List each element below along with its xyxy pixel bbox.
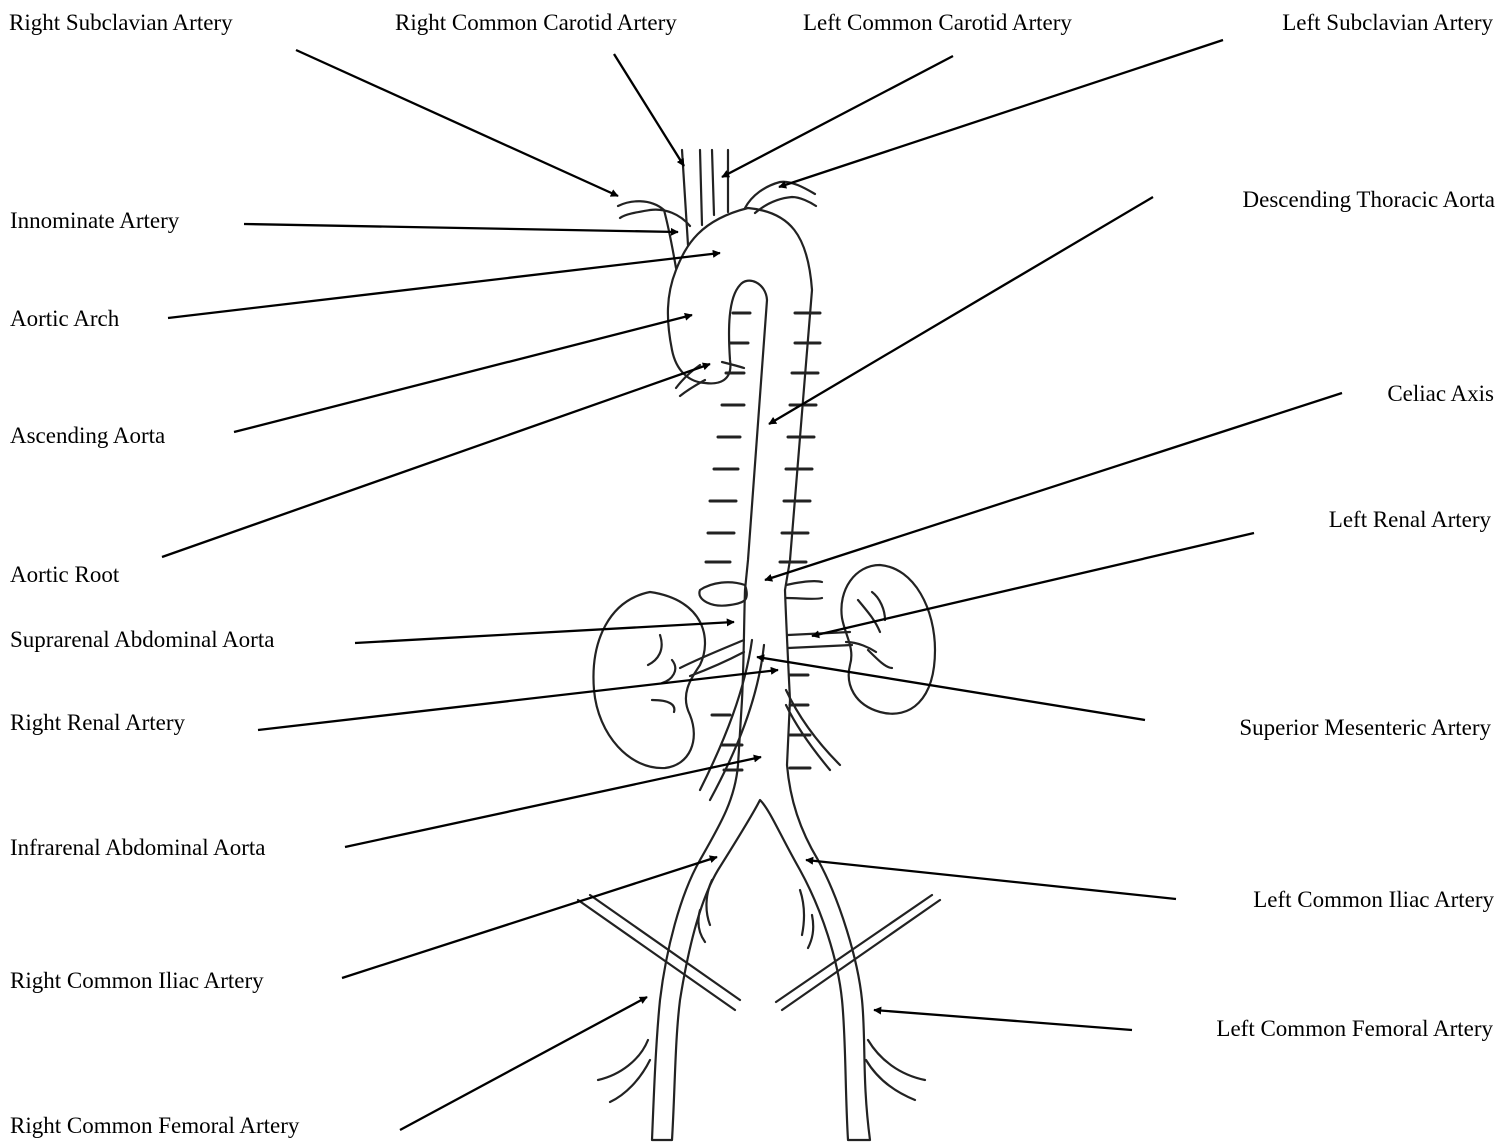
leader-right-renal (258, 670, 778, 730)
right-kidney-vessels (648, 635, 675, 712)
leader-aortic-root (162, 364, 710, 557)
label-left-common-carotid-artery: Left Common Carotid Artery (803, 11, 1072, 34)
right-femoral-branches (598, 1040, 650, 1102)
label-right-common-iliac-artery: Right Common Iliac Artery (10, 969, 264, 992)
label-infrarenal-abdominal-aorta: Infrarenal Abdominal Aorta (10, 836, 265, 859)
label-aortic-arch: Aortic Arch (10, 307, 119, 330)
aortic-arch-outline (652, 208, 870, 1140)
leader-left-common-iliac (806, 860, 1176, 899)
leader-right-common-iliac (342, 857, 717, 978)
leader-suprarenal (355, 622, 734, 643)
label-innominate-artery: Innominate Artery (10, 209, 179, 232)
inferior-mesenteric-vessel (786, 690, 840, 770)
left-common-carotid-vessel (712, 150, 728, 215)
label-superior-mesenteric-artery: Superior Mesenteric Artery (1239, 716, 1491, 739)
leader-celiac-axis (765, 393, 1342, 580)
left-femoral-branches (866, 1040, 925, 1100)
label-left-subclavian-artery: Left Subclavian Artery (1282, 11, 1493, 34)
label-suprarenal-abdominal-aorta: Suprarenal Abdominal Aorta (10, 628, 274, 651)
leader-left-renal (812, 533, 1254, 636)
left-kidney (841, 565, 935, 714)
label-right-renal-artery: Right Renal Artery (10, 711, 185, 734)
leader-right-common-femoral (400, 997, 647, 1130)
left-internal-iliac-vessel (800, 890, 813, 948)
leader-innominate (244, 224, 678, 232)
leader-ascending-aorta (234, 315, 692, 432)
label-left-common-iliac-artery: Left Common Iliac Artery (1253, 888, 1494, 911)
left-kidney-vessels (846, 592, 892, 668)
right-renal-vessel (680, 640, 744, 676)
label-aortic-root: Aortic Root (10, 563, 119, 586)
leader-superior-mesenteric (757, 657, 1145, 720)
leader-left-common-carotid (722, 56, 953, 177)
label-right-subclavian-artery: Right Subclavian Artery (9, 11, 233, 34)
leader-left-common-femoral (874, 1010, 1132, 1030)
leader-aortic-arch (168, 253, 720, 318)
label-celiac-axis: Celiac Axis (1387, 382, 1494, 405)
leader-right-subclavian (296, 50, 618, 196)
leader-descending-thoracic (769, 197, 1153, 424)
right-inguinal-ligament (578, 895, 740, 1010)
right-common-carotid-vessel (682, 150, 702, 245)
label-right-common-femoral-artery: Right Common Femoral Artery (10, 1114, 299, 1137)
leader-infrarenal (345, 757, 761, 847)
label-left-common-femoral-artery: Left Common Femoral Artery (1216, 1017, 1493, 1040)
label-ascending-aorta: Ascending Aorta (10, 424, 165, 447)
leader-right-common-carotid (614, 54, 684, 166)
label-descending-thoracic-aorta: Descending Thoracic Aorta (1243, 188, 1495, 211)
label-left-renal-artery: Left Renal Artery (1329, 508, 1491, 531)
label-right-common-carotid-artery: Right Common Carotid Artery (395, 11, 677, 34)
